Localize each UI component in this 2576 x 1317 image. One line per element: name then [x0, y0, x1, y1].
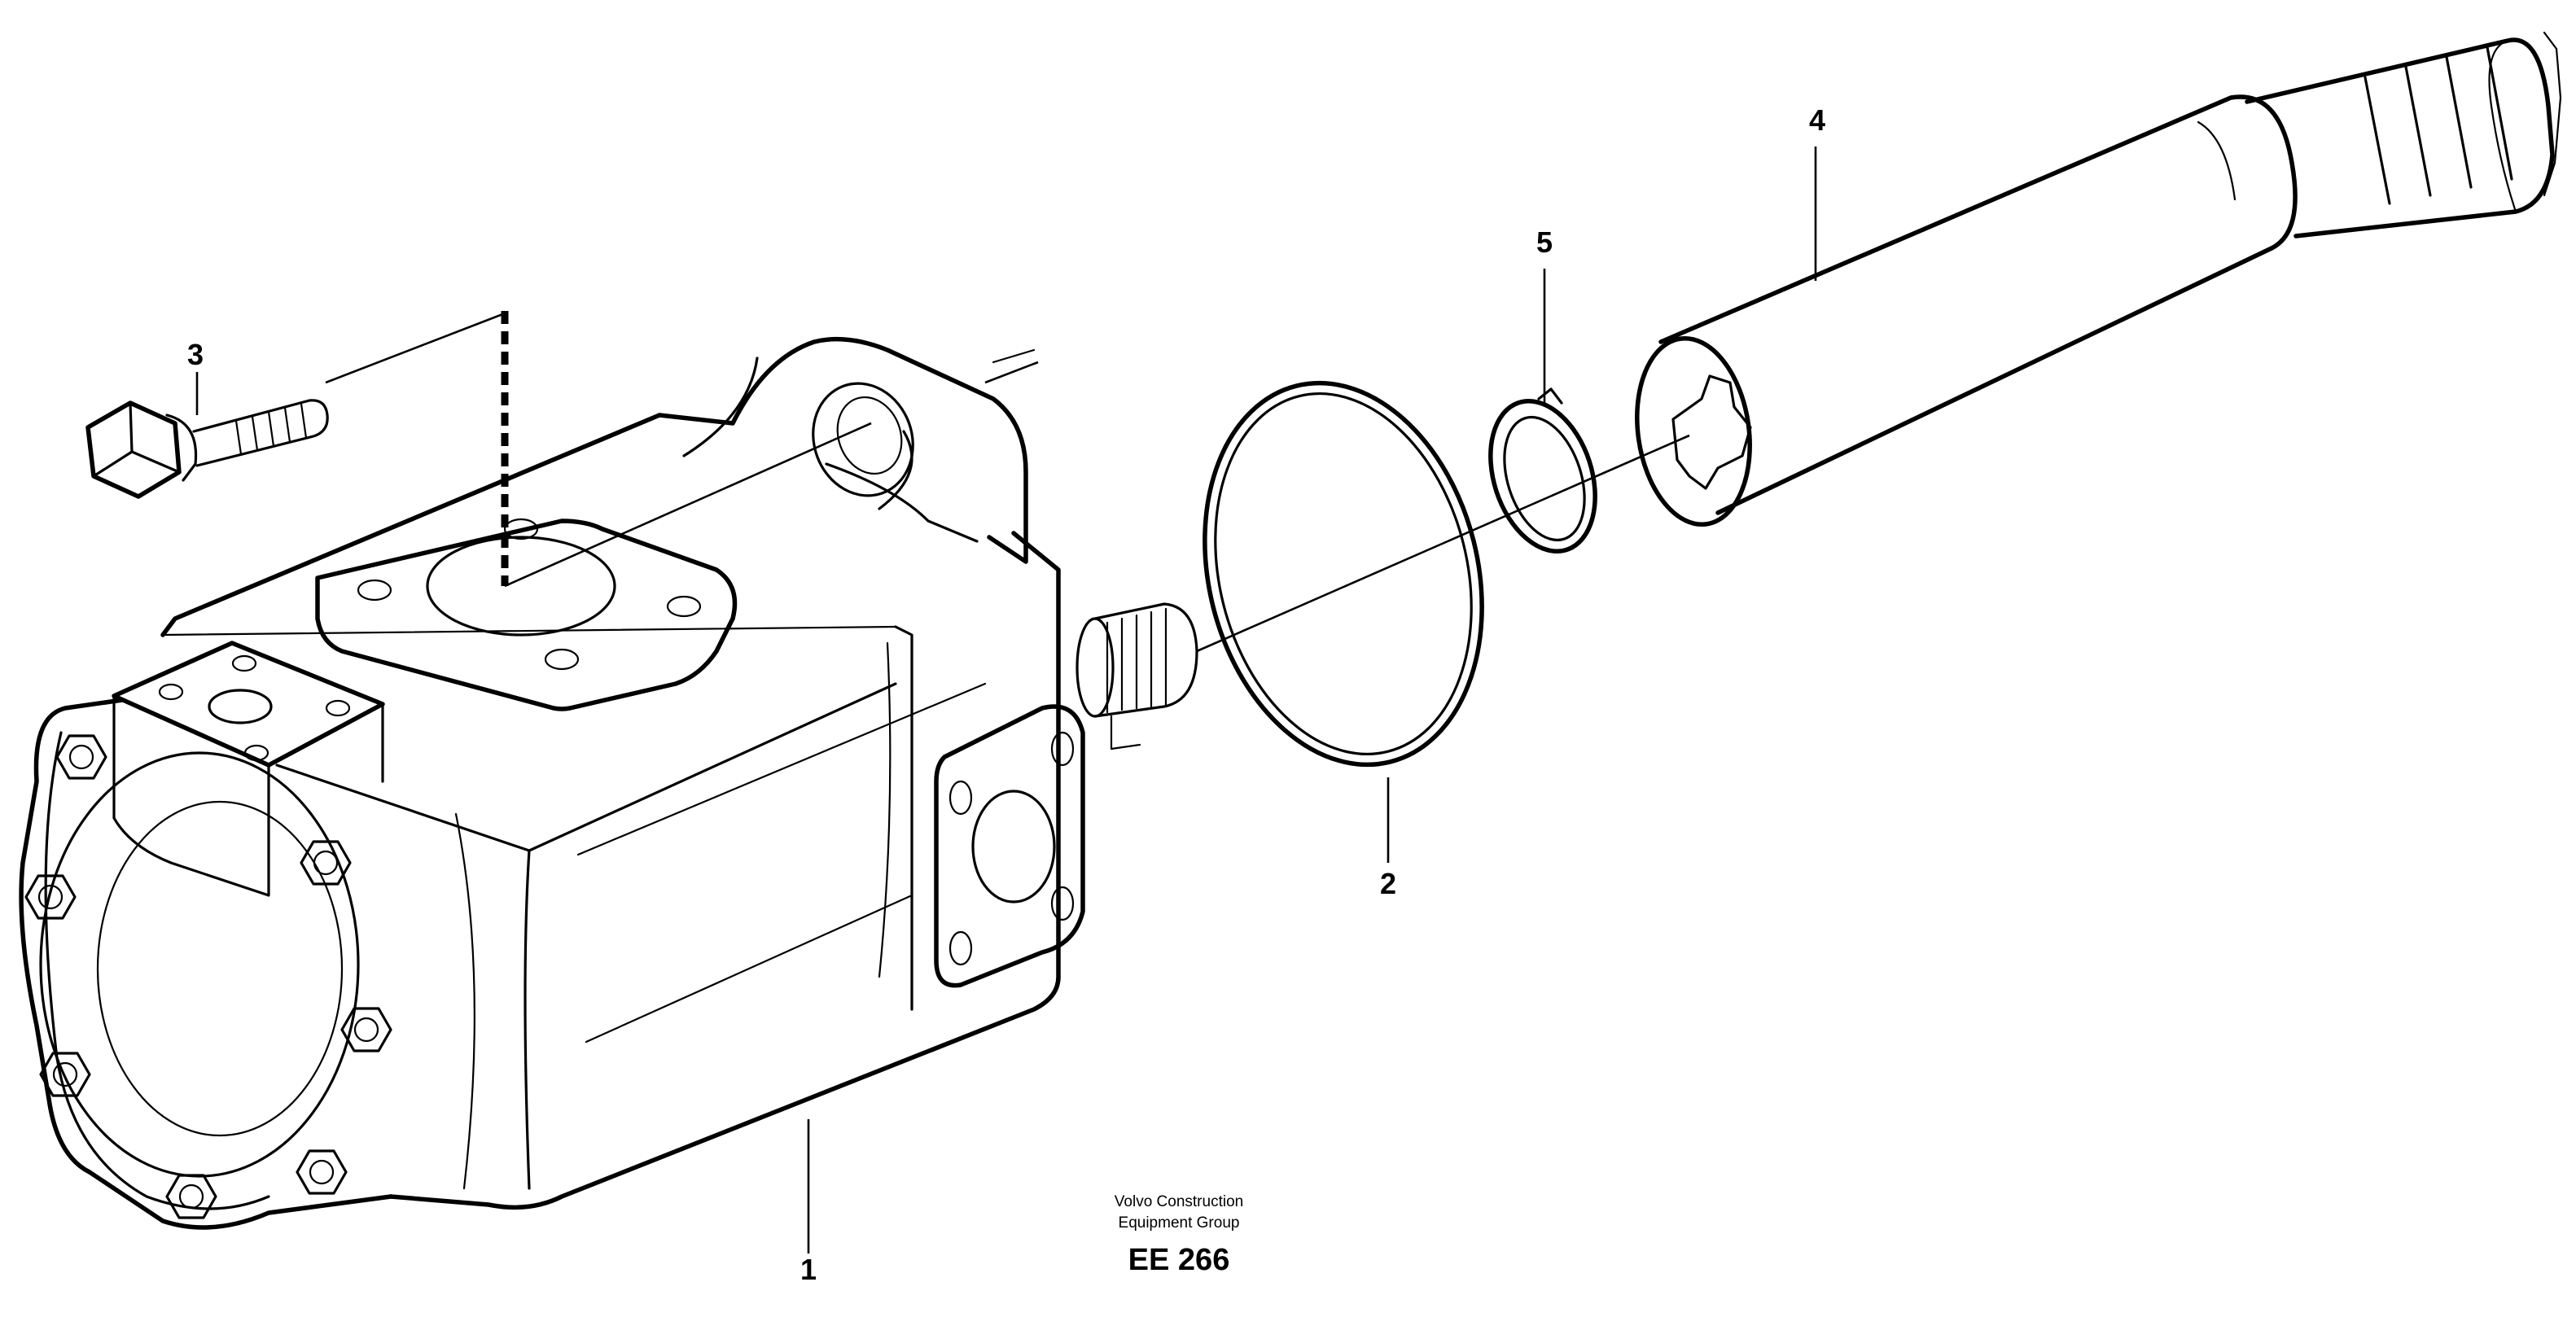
callout-part-2: 2: [1380, 867, 1396, 900]
pump-housing: [19, 336, 1198, 1230]
callout-part-5: 5: [1536, 225, 1553, 259]
flange-bolt-heads: [24, 734, 392, 1219]
retaining-ring: [1488, 387, 1597, 553]
callout-leaders: [195, 147, 1817, 1254]
credit-line-1: Volvo Construction: [1115, 1193, 1243, 1210]
callout-part-1: 1: [800, 1253, 817, 1286]
callout-part-3: 3: [187, 338, 204, 371]
drawing-number: EE 266: [1128, 1243, 1230, 1277]
credit-line-2: Equipment Group: [1119, 1214, 1240, 1232]
assembly-centerlines: [325, 311, 1690, 653]
splined-shaft-stub: [1076, 602, 1198, 750]
callout-part-4: 4: [1809, 103, 1825, 137]
o-ring: [1203, 380, 1484, 768]
splined-shaft: [1635, 31, 2562, 527]
bolt: [85, 399, 329, 499]
